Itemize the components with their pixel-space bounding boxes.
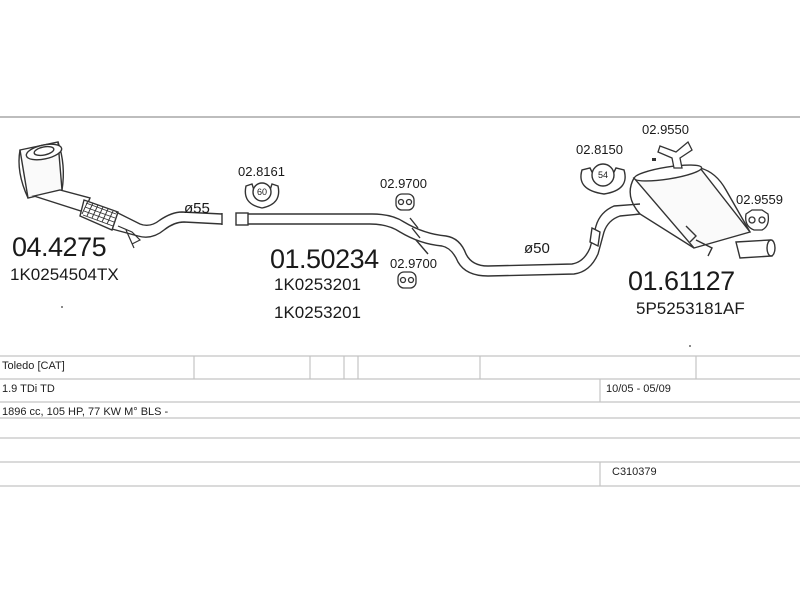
middle-pipe-oem-2: 1K0253201 [274, 303, 361, 322]
clamp-60-icon[interactable] [244, 182, 280, 209]
catalytic-oem-number: 1K0254504TX [10, 265, 119, 284]
clamp-60-number: 02.8161 [238, 164, 285, 179]
rubber-mount-lower-icon[interactable] [397, 271, 417, 289]
rear-silencer[interactable] [629, 162, 776, 259]
speck [61, 306, 63, 308]
pipe-hanger-rods [409, 217, 429, 255]
mount-lower-number: 02.9700 [390, 256, 437, 271]
rear-pipe-diameter: ø50 [524, 240, 550, 257]
clamp-54-size: 54 [598, 170, 608, 180]
silencer-part-number: 01.61127 [628, 266, 735, 296]
application-table-grid [0, 355, 800, 487]
middle-pipe[interactable] [235, 203, 641, 277]
hanger-top-marker [652, 158, 656, 161]
hanger-top-icon[interactable] [657, 140, 693, 169]
catalytic-part-number: 04.4275 [12, 232, 106, 262]
hanger-side-number: 02.9559 [736, 192, 783, 207]
clamp-54-number: 02.8150 [576, 142, 623, 157]
front-pipe-diameter: ø55 [184, 200, 210, 217]
catalytic-converter[interactable] [18, 141, 223, 249]
hanger-top-number: 02.9550 [642, 122, 689, 137]
hanger-side-icon[interactable] [745, 209, 770, 231]
rubber-mount-upper-icon[interactable] [395, 193, 415, 211]
mount-upper-number: 02.9700 [380, 176, 427, 191]
clamp-60-size: 60 [257, 187, 267, 197]
speck [689, 345, 691, 347]
middle-pipe-oem-1: 1K0253201 [274, 275, 361, 294]
middle-pipe-number: 01.50234 [270, 244, 379, 274]
clamp-54-icon[interactable] [580, 163, 626, 195]
silencer-oem-number: 5P5253181AF [636, 299, 745, 318]
